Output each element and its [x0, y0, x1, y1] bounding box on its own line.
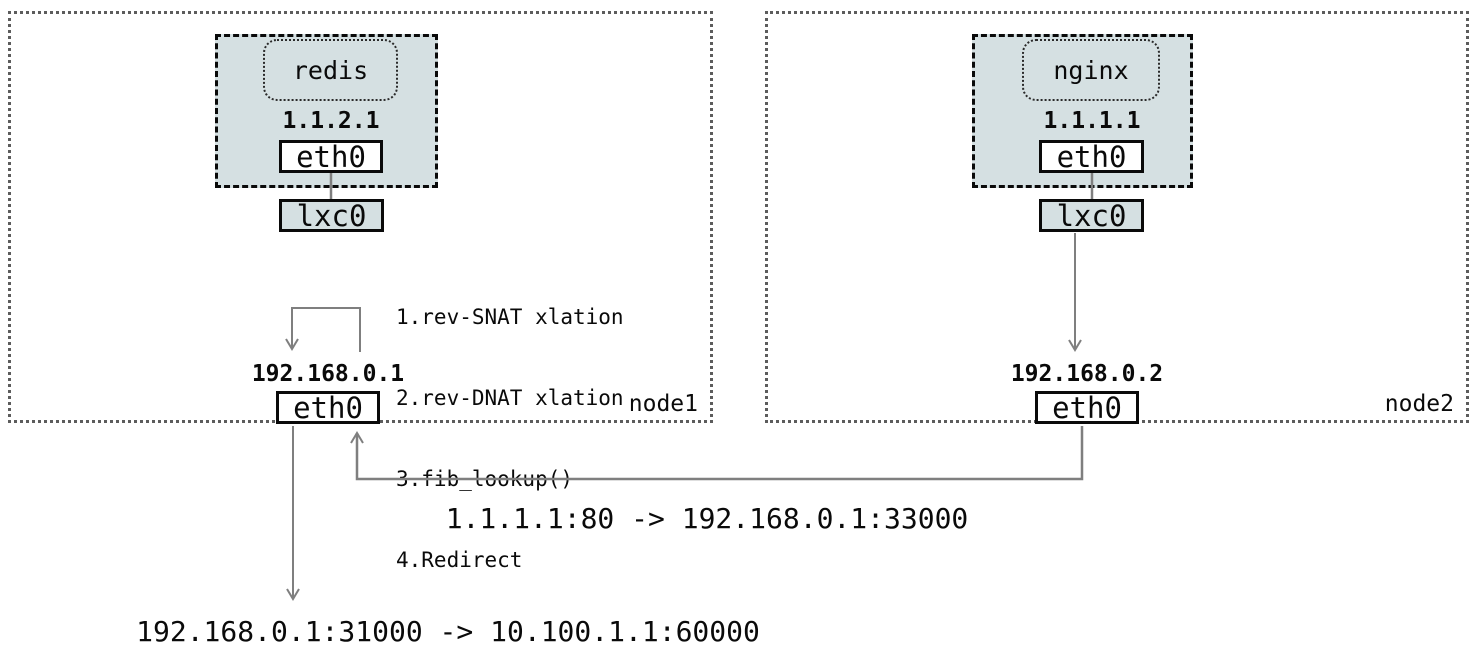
datapath-steps: 1.rev-SNAT xlation 2.rev-DNAT xlation 3.… [396, 250, 624, 628]
node1-label: node1 [628, 391, 698, 417]
redis-app-label: redis [292, 55, 369, 85]
node2-label: node2 [1384, 391, 1454, 417]
nginx-pod-ip: 1.1.1.1 [1043, 108, 1141, 134]
node2-host-ip: 192.168.0.2 [1010, 361, 1164, 387]
redis-pod-eth0-label: eth0 [296, 139, 366, 174]
node1-host-ip: 192.168.0.1 [251, 361, 405, 387]
nginx-app-box: nginx [1022, 39, 1160, 101]
nginx-app-label: nginx [1053, 55, 1129, 85]
node1-lxc0-label: lxc0 [296, 198, 367, 233]
flow-label-reply: 1.1.1.1:80 -> 192.168.0.1:33000 [445, 502, 969, 535]
node2-lxc0-box: lxc0 [1039, 198, 1144, 233]
flow-label-request: 192.168.0.1:31000 -> 10.100.1.1:60000 [136, 615, 760, 648]
datapath-step-2: 2.rev-DNAT xlation [396, 386, 624, 410]
redis-pod-ip: 1.1.2.1 [282, 108, 380, 134]
node1-lxc0-box: lxc0 [279, 198, 384, 233]
node1-host-eth0-box: eth0 [276, 390, 380, 425]
node2-host-eth0-box: eth0 [1035, 390, 1139, 425]
redis-pod-eth0-box: eth0 [279, 139, 383, 174]
node1-host-eth0-label: eth0 [293, 390, 363, 425]
nginx-pod-eth0-box: eth0 [1039, 139, 1144, 174]
datapath-step-4: 4.Redirect [396, 548, 523, 572]
nginx-pod-eth0-label: eth0 [1056, 139, 1127, 174]
redis-app-box: redis [263, 39, 398, 101]
datapath-step-3: 3.fib_lookup() [396, 467, 574, 491]
node2-host-eth0-label: eth0 [1052, 390, 1122, 425]
node2-lxc0-label: lxc0 [1056, 198, 1127, 233]
datapath-step-1: 1.rev-SNAT xlation [396, 305, 624, 329]
